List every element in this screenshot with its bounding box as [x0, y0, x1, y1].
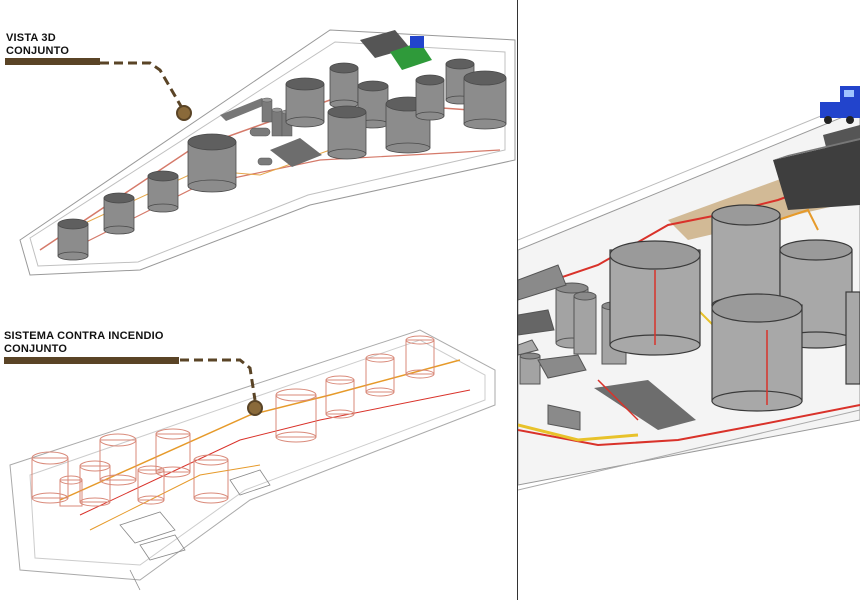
fire-system-label: SISTEMA CONTRA INCENDIO CONJUNTO	[4, 330, 164, 356]
truck-icon	[820, 86, 860, 124]
vista-3d-label: VISTA 3D CONJUNTO	[6, 32, 69, 58]
fire-system-subtitle: CONJUNTO	[4, 343, 68, 355]
vista-3d-label-bar	[5, 58, 100, 65]
vista-3d-subtitle: CONJUNTO	[6, 45, 70, 57]
storage-tanks	[57, 58, 507, 261]
fire-system-view	[9, 329, 496, 591]
fire-system-title: SISTEMA CONTRA INCENDIO	[4, 330, 164, 342]
vista-3d-title: VISTA 3D	[6, 32, 56, 44]
detail-perspective-view	[518, 86, 860, 491]
vista-3d-view	[19, 29, 516, 276]
fire-system-label-bar	[4, 357, 179, 364]
